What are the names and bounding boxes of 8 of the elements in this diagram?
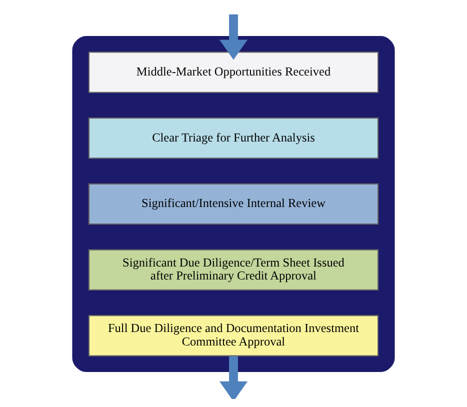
cluster bbox=[72, 36, 395, 372]
node-box: Clear Triage for Further Analysis bbox=[88, 117, 379, 158]
arrow bbox=[219, 356, 248, 398]
node-box: Full Due Diligence and Documentation Investment Committee Approval bbox=[88, 314, 379, 356]
node-box: Middle-Market Opportunities Received bbox=[88, 51, 379, 92]
node-box: Significant Due Diligence/Term Sheet Issued after Preliminary Credit Approval bbox=[88, 248, 379, 290]
node-box: Significant/Intensive Internal Review bbox=[88, 182, 379, 224]
arrow bbox=[219, 14, 248, 60]
